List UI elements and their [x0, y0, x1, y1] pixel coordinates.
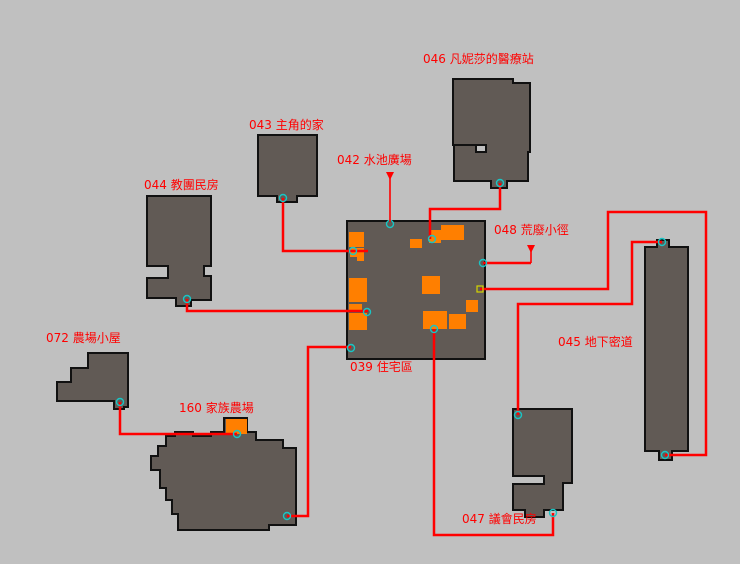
- room-072-farm-hut[interactable]: [56, 352, 129, 410]
- label-043: 043 主角的家: [249, 117, 324, 132]
- poi-marker[interactable]: [422, 276, 440, 294]
- door-marker-square[interactable]: [476, 285, 484, 293]
- door-marker[interactable]: [182, 294, 192, 304]
- connection-160-039[interactable]: [287, 345, 351, 518]
- door-marker[interactable]: [348, 246, 358, 256]
- connections-layer: [118, 183, 708, 537]
- door-marker[interactable]: [115, 397, 125, 407]
- door-marker[interactable]: [362, 307, 372, 317]
- label-046: 046 凡妮莎的醫療站: [423, 51, 534, 66]
- pins-layer: [386, 172, 535, 263]
- poi-marker[interactable]: [357, 248, 364, 261]
- label-160: 160 家族農場: [179, 400, 254, 415]
- doors-layer: [115, 178, 670, 521]
- connection-047-039[interactable]: [516, 240, 662, 415]
- connection-044-039[interactable]: [185, 299, 368, 313]
- door-marker[interactable]: [282, 511, 292, 521]
- connection-046-039[interactable]: [428, 183, 502, 239]
- poi-marker[interactable]: [349, 278, 367, 302]
- poi-marker[interactable]: [466, 300, 478, 312]
- door-marker[interactable]: [660, 450, 670, 460]
- poi-marker[interactable]: [423, 311, 447, 329]
- door-marker[interactable]: [513, 410, 523, 420]
- room-160-family-farm[interactable]: [150, 417, 297, 531]
- door-marker[interactable]: [346, 343, 356, 353]
- poi-marker[interactable]: [226, 419, 247, 434]
- points-of-interest-layer: [226, 225, 478, 434]
- poi-marker[interactable]: [410, 239, 422, 248]
- poi-marker[interactable]: [349, 232, 364, 247]
- label-072: 072 農場小屋: [46, 331, 121, 345]
- poi-marker[interactable]: [449, 314, 466, 329]
- connection-045-039[interactable]: [480, 210, 708, 457]
- label-042: 042 水池廣場: [337, 153, 412, 167]
- door-marker[interactable]: [427, 234, 437, 244]
- label-039: 039 住宅區: [350, 359, 413, 374]
- connection-043-039[interactable]: [281, 198, 368, 253]
- room-045-underground-passage[interactable]: [644, 239, 689, 461]
- pin-042-marker[interactable]: [386, 172, 394, 180]
- label-044: 044 教團民房: [144, 177, 219, 192]
- door-marker[interactable]: [278, 193, 288, 203]
- poi-marker[interactable]: [349, 313, 367, 330]
- pin-048-marker[interactable]: [527, 245, 535, 253]
- labels-layer: 039 住宅區 042 水池廣場 043 主角的家 044 教團民房 045 地…: [46, 51, 633, 526]
- poi-marker[interactable]: [349, 304, 362, 311]
- door-marker[interactable]: [548, 508, 558, 518]
- label-048: 048 荒廢小徑: [494, 222, 569, 237]
- connection-072-160[interactable]: [118, 402, 237, 436]
- door-marker[interactable]: [232, 429, 242, 439]
- rooms-layer: [56, 78, 689, 531]
- room-044-cult-house[interactable]: [146, 195, 212, 307]
- connection-047-039-south[interactable]: [432, 329, 555, 537]
- poi-marker[interactable]: [441, 225, 464, 240]
- poi-marker[interactable]: [350, 248, 357, 257]
- label-047: 047 議會民房: [462, 511, 537, 526]
- room-047-council-house[interactable]: [512, 408, 573, 518]
- room-046-vanessa-clinic[interactable]: [452, 78, 531, 189]
- room-043-protagonist-home[interactable]: [257, 134, 318, 203]
- door-marker[interactable]: [495, 178, 505, 188]
- door-marker[interactable]: [657, 237, 667, 247]
- door-marker[interactable]: [478, 258, 488, 268]
- door-marker[interactable]: [429, 324, 439, 334]
- label-045: 045 地下密道: [558, 334, 633, 349]
